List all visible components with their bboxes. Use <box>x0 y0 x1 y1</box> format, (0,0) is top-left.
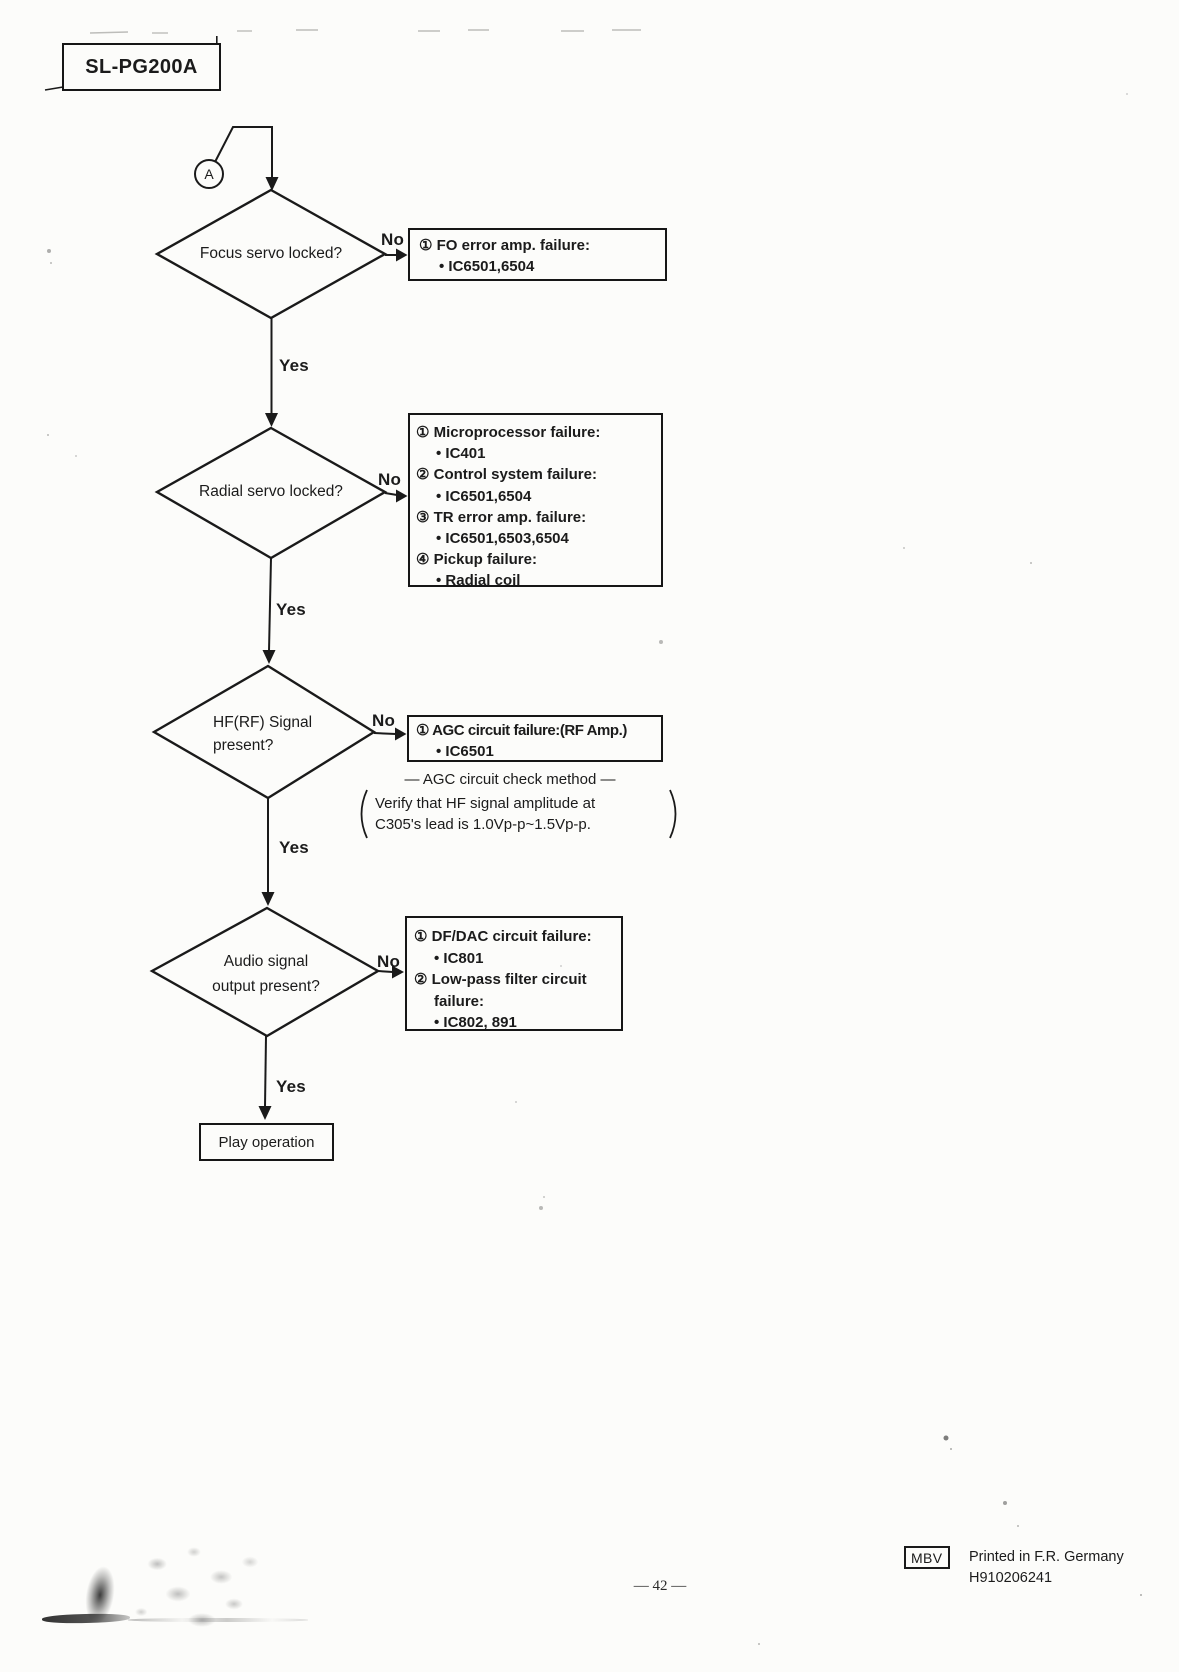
arrowhead-box4 <box>392 965 404 979</box>
diamond-audio-output <box>149 906 381 1038</box>
edge-d3-no <box>373 732 397 735</box>
arrowhead-into-play <box>258 1106 272 1120</box>
cause-box-agc: ① AGC circuit failure:(RF Amp.) • IC6501 <box>407 715 663 762</box>
scan-speckles <box>0 0 2 2</box>
top-edge-scan-dashes <box>89 29 641 34</box>
scan-smudge-streak-light <box>128 1618 308 1622</box>
mbv-stamp-box: MBV <box>904 1546 950 1569</box>
agc-note-title: — AGC circuit check method — <box>404 771 616 788</box>
agc-note-line: Verify that HF signal amplitude at <box>375 795 596 812</box>
cause-box-focus: ① FO error amp. failure: • IC6501,6504 <box>408 228 667 281</box>
decision-radial-servo: Radial servo locked? <box>199 482 343 500</box>
model-title-box: SL-PG200A <box>62 43 221 91</box>
cause-line: ① DF/DAC circuit failure: <box>414 928 592 945</box>
model-title: SL-PG200A <box>85 55 198 78</box>
decision-hf-signal: HF(RF) Signal present? <box>213 712 363 760</box>
cause-line: • IC802, 891 <box>434 1014 517 1031</box>
cause-line: • IC6501,6503,6504 <box>436 530 569 548</box>
cause-line: • Radial coil <box>436 572 521 590</box>
edge-d2-no <box>384 492 398 496</box>
mbv-stamp: MBV <box>911 1549 943 1566</box>
cause-line: ④ Pickup failure: <box>416 551 537 569</box>
decision-focus-servo: Focus servo locked? <box>199 244 343 262</box>
agc-note-body: Verify that HF signal amplitude at C305'… <box>375 793 655 835</box>
print-info: Printed in F.R. Germany H910206241 <box>969 1547 1124 1589</box>
decision-line: HF(RF) Signal <box>213 714 313 731</box>
decision-line: Audio signal <box>223 953 309 970</box>
yes-label-4: Yes <box>276 1077 306 1096</box>
edge-d4-no <box>377 970 394 973</box>
yes-label-1: Yes <box>279 356 309 375</box>
print-code: H910206241 <box>969 1570 1053 1586</box>
play-operation-label: Play operation <box>218 1133 315 1151</box>
note-paren-left <box>360 789 368 839</box>
no-label-1: No <box>381 230 405 249</box>
decision-line: output present? <box>212 978 320 995</box>
printed-in: Printed in F.R. Germany <box>969 1549 1124 1565</box>
cause-line: ① FO error amp. failure: <box>419 237 590 254</box>
cause-line: ① Microprocessor failure: <box>416 424 601 441</box>
edge-d2-yes <box>268 557 272 652</box>
cause-line: ③ TR error amp. failure: <box>416 508 587 526</box>
page-number: — 42 — <box>633 1578 687 1594</box>
cause-line: ① AGC circuit failure:(RF Amp.) <box>416 722 627 739</box>
arrowhead-box2 <box>396 489 408 503</box>
decision-audio-output: Audio signal output present? <box>155 949 377 999</box>
no-label-4: No <box>377 952 401 971</box>
arrowhead-into-d4 <box>261 892 275 906</box>
edge-d4-yes <box>264 1035 267 1108</box>
cause-line: • IC401 <box>436 445 486 463</box>
cause-line: failure: <box>434 992 485 1010</box>
arrowhead-box3 <box>395 727 407 741</box>
play-operation-box: Play operation <box>199 1123 334 1161</box>
arrowhead-into-d3 <box>262 650 276 664</box>
arrowhead-box1 <box>396 248 408 262</box>
cause-line: • IC6501 <box>436 743 494 760</box>
arrowhead-into-d2 <box>265 413 278 427</box>
cause-line: • IC6501,6504 <box>436 487 532 505</box>
cause-line: ② Low-pass filter circuit <box>414 971 587 988</box>
cause-line: ② Control system failure: <box>416 466 597 484</box>
no-label-2: No <box>378 470 402 489</box>
cause-line: • IC801 <box>434 949 484 967</box>
agc-note-line: C305's lead is 1.0Vp-p~1.5Vp-p. <box>375 816 591 833</box>
cause-box-radial: ① Microprocessor failure: • IC401 ② Cont… <box>408 413 663 589</box>
title-underline-extension <box>44 86 64 91</box>
no-label-3: No <box>372 711 396 730</box>
connector-a-circle: A <box>194 159 224 189</box>
cause-box-dfdac: ① DF/DAC circuit failure: • IC801 ② Low-… <box>405 916 623 1031</box>
yes-label-2: Yes <box>276 600 306 619</box>
scan-smudge-cloud <box>122 1532 282 1632</box>
yes-label-3: Yes <box>279 838 309 857</box>
decision-line: present? <box>213 736 274 754</box>
note-paren-right <box>669 789 677 839</box>
connector-a-line <box>214 126 273 180</box>
cause-line: • IC6501,6504 <box>439 258 535 275</box>
connector-a-label: A <box>204 166 214 182</box>
arrowhead-into-d1 <box>265 177 279 191</box>
